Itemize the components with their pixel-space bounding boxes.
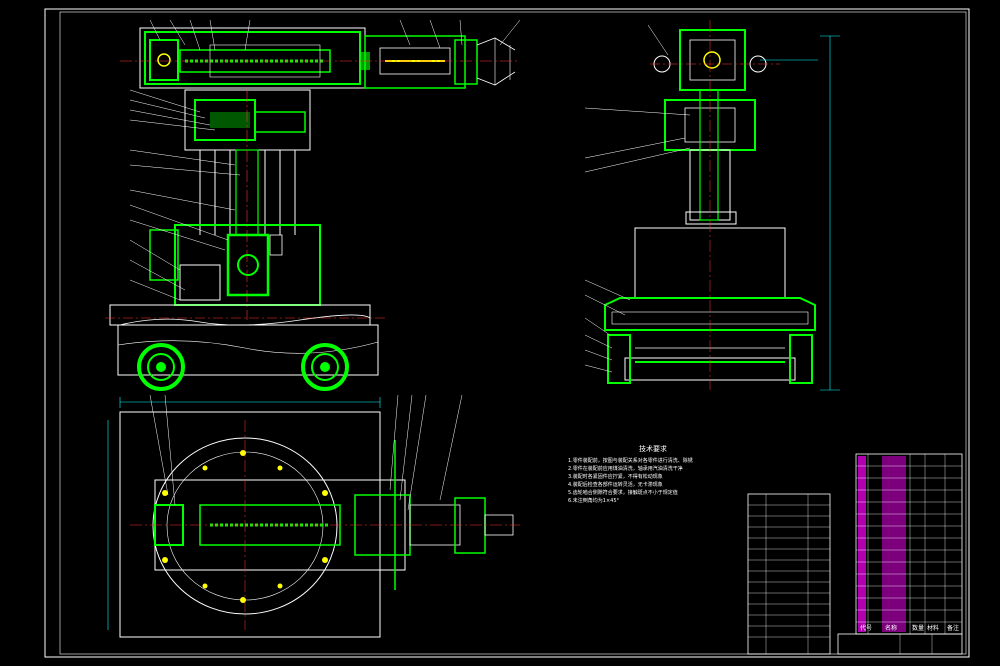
technical-requirements: 技术要求 1.零件装配前，按图与装配关系对各零件进行清洗、除锈 2.零件在装配前…: [568, 445, 738, 505]
front-wheel-right: [301, 343, 349, 391]
requirement-item-5: 5.齿轮啮合侧隙符合要求，接触斑点不小于规定值: [568, 490, 678, 496]
requirement-item-1: 1.零件装配前，按图与装配关系对各零件进行清洗、除锈: [568, 458, 693, 464]
col-code: 代号: [860, 624, 872, 632]
col-remark: 备注: [947, 624, 959, 632]
top-view: [107, 394, 520, 638]
technical-requirements-title: 技术要求: [639, 445, 667, 453]
parts-list: [747, 453, 963, 655]
requirement-item-3: 3.装配时各紧固件应拧紧，不得有松动现象: [568, 474, 663, 480]
front-wheel-left: [137, 343, 185, 391]
front-view: [105, 19, 521, 391]
requirement-item-6: 6.未注倒角均为1×45°: [568, 498, 620, 504]
requirement-item-4: 4.装配后检查各部件运转灵活，无卡滞现象: [568, 482, 663, 488]
col-material: 材料: [927, 624, 939, 632]
outer-border: [44, 8, 970, 658]
title-block-headers: 代号 名称 数量 材料 备注: [860, 624, 959, 632]
col-qty: 数量: [912, 624, 924, 632]
requirement-item-2: 2.零件在装配前应用煤油清洗，轴承用汽油清洗干净: [568, 466, 683, 472]
inner-border: [59, 11, 967, 655]
side-view: [584, 20, 840, 391]
col-name: 名称: [885, 624, 897, 632]
